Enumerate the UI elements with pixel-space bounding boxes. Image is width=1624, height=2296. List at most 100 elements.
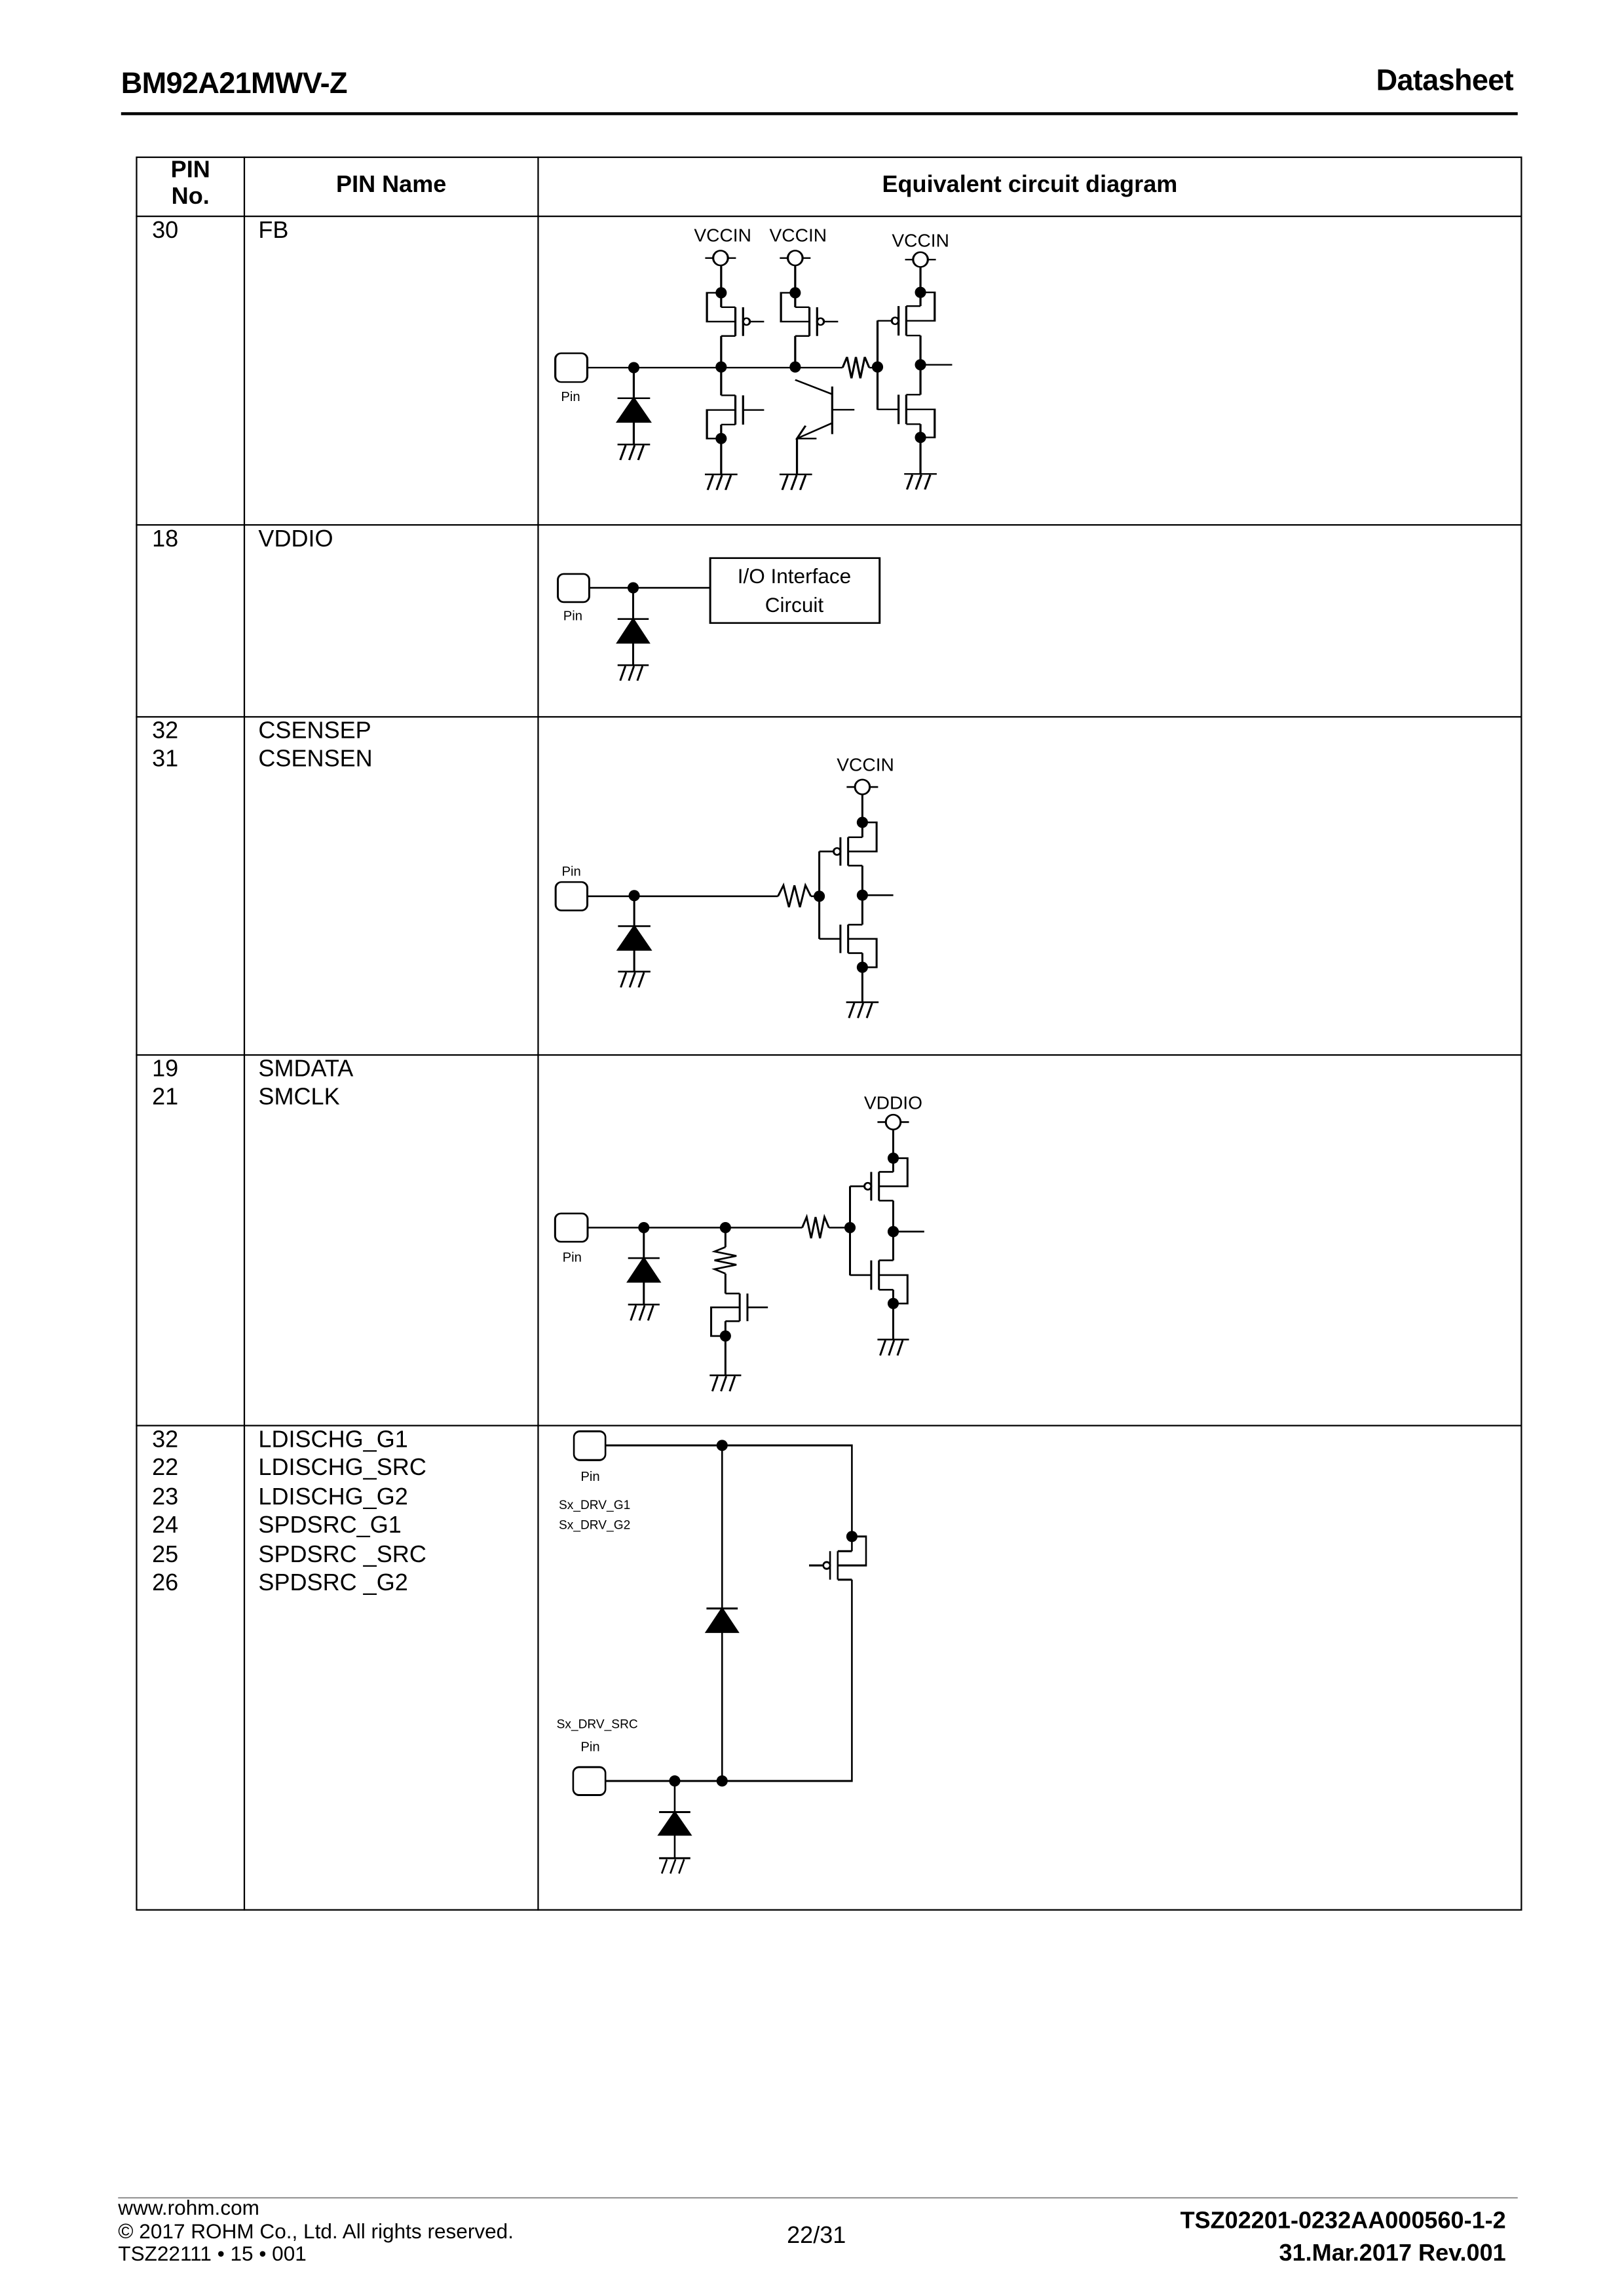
ground-hatch [779,473,812,490]
gate-label-g1: Sx_DRV_G1 [559,1499,630,1512]
document-type: Datasheet [1376,65,1514,98]
row-csense-pin-no: 32 31 [152,719,179,773]
transistor-body [870,1157,909,1202]
resistor [777,882,812,908]
transistor-body [710,1292,749,1337]
fb-supply-label: VCCIN [694,225,751,245]
junction-dot [915,359,926,371]
fb-circuit [554,250,953,490]
bjt-body [795,379,855,475]
footer-form-code: TSZ22111 • 15 • 001 [118,2241,307,2265]
ldischg-pin-label: Pin [580,1740,599,1755]
row-vddio-pin-no: 18 [152,527,179,552]
pmos-transistor [706,292,765,337]
junction-dot [915,286,926,298]
smbus-circuit [554,1113,924,1392]
junction-dot [716,1440,728,1451]
nmos-transistor [850,1259,909,1305]
supply-circle [854,778,871,795]
io-block-label: I/O Interface [738,564,852,588]
gate-bubble [742,317,751,326]
diode [704,1607,740,1634]
footer-copyright: © 2017 ROHM Co., Ltd. All rights reserve… [118,2218,514,2242]
row-ldischg-pin-no: 32 22 23 24 25 26 [152,1428,179,1596]
wire [876,267,953,474]
diode [616,924,652,951]
gate-bubble [863,1181,873,1191]
pin-pad [554,1212,589,1243]
row-fb-pin-name: FB [258,218,289,244]
ground-hatch [704,473,738,490]
ground-symbol [628,1303,660,1321]
resistor [711,1246,737,1274]
transistor-body [897,394,936,438]
wire [818,794,894,1003]
ground-symbol [709,1374,742,1392]
npn-transistor [795,379,855,475]
pmos-transistor [850,1157,909,1202]
diode-triangle [616,617,651,644]
row-divider [136,524,1522,526]
smbus-supply-label: VDDIO [864,1092,922,1113]
junction-dot [716,1775,728,1787]
junction-dot [628,890,640,902]
ground-symbol [846,1001,879,1018]
junction-dot [844,1221,856,1234]
footer-website: www.rohm.com [118,2195,259,2219]
junction-dot [715,287,727,299]
csense-pin-label: Pin [562,864,581,879]
io-interface-block [709,557,881,624]
gate-label-g2: Sx_DRV_G2 [559,1518,630,1532]
diode [626,1256,662,1283]
junction-dot [789,361,801,373]
transistor-body [870,1259,909,1305]
ground-hatch [709,1374,742,1392]
ground-symbol [617,444,651,461]
smbus-pin-label: Pin [563,1251,582,1265]
junction-dot [856,889,868,901]
pmos-transistor [808,1535,867,1581]
footer-divider [118,2197,1518,2199]
wire [849,1130,924,1340]
transistor-body [780,292,818,337]
source-label: Sx_DRV_SRC [557,1718,638,1732]
transistor-body [829,1535,867,1581]
vddio-circuit [557,557,881,681]
header-divider [121,112,1518,115]
junction-dot [887,1152,899,1164]
pin-pad [573,1430,607,1461]
nmos-transistor [877,394,936,438]
ldischg-pin-label: Pin [580,1470,599,1484]
ground-symbol [617,664,649,681]
junction-dot [627,582,639,594]
junction-dot [715,432,727,444]
junction-dot [856,961,868,973]
pin-circuit-table [136,156,1522,1911]
row-smbus-pin-name: SMDATA SMCLK [258,1057,354,1111]
diode-triangle [626,1256,662,1283]
ground-hatch [628,1303,660,1321]
part-number-title: BM92A21MWV-Z [121,67,348,101]
pmos-transistor [819,821,878,867]
ground-symbol [704,473,738,490]
junction-dot [789,287,801,299]
ground-symbol [904,473,937,490]
row-fb-pin-no: 30 [152,218,179,244]
csense-supply-label: VCCIN [837,754,894,775]
resistor [841,356,871,379]
ground-symbol [779,473,812,490]
gate-bubble [816,317,825,326]
transistor-body [839,923,878,968]
header-pin-no: PIN No. [170,158,210,210]
ground-hatch [904,473,937,490]
junction-dot [846,1531,858,1542]
header-pin-name: PIN Name [336,172,447,198]
column-divider [243,156,246,1911]
pin-pad [554,352,589,383]
resistor [801,1214,830,1238]
supply-symbol [705,250,736,267]
row-csense-pin-name: CSENSEP CSENSEN [258,719,373,773]
ground-hatch [617,444,651,461]
supply-circle [912,251,929,268]
